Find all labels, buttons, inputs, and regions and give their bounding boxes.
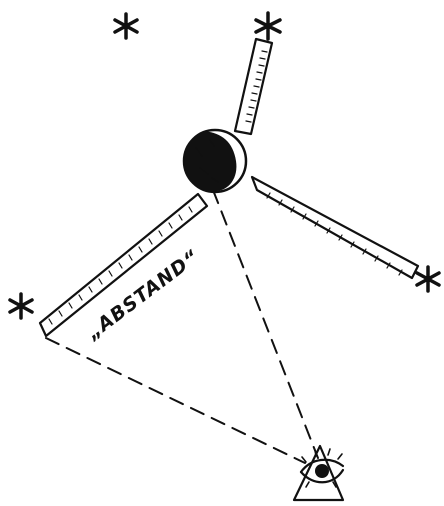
eye-icon bbox=[294, 446, 343, 500]
star-icon bbox=[10, 294, 32, 318]
moon-icon bbox=[184, 130, 246, 192]
star-icon bbox=[256, 13, 280, 39]
star-icon bbox=[115, 14, 137, 38]
distance-label: „ABSTAND“ bbox=[82, 246, 203, 345]
ruler-upper bbox=[235, 39, 272, 134]
sight-line-to-moon bbox=[213, 190, 318, 458]
ruler-right bbox=[252, 177, 418, 278]
star-icon bbox=[417, 267, 439, 291]
sight-line-to-star bbox=[46, 338, 305, 463]
